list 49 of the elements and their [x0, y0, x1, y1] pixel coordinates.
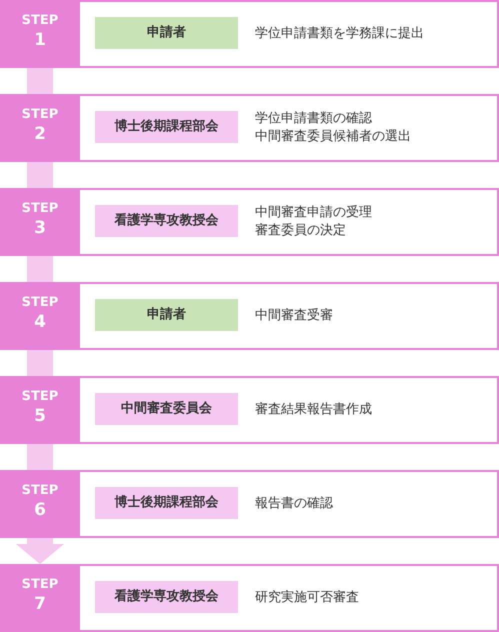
- description-text: 報告書の確認: [255, 495, 333, 513]
- step-badge: [0, 564, 80, 632]
- description-text: 審査結果報告書作成: [255, 401, 372, 419]
- step-label: STEP: [22, 294, 58, 311]
- step-badge: [0, 376, 80, 444]
- step-panel: [80, 470, 499, 538]
- connector-band: [27, 256, 53, 282]
- step-number: 6: [34, 499, 46, 521]
- description-text: 中間審査受審: [255, 307, 333, 325]
- role-tag: 博士後期課程部会: [95, 111, 238, 143]
- step-label: STEP: [22, 388, 58, 405]
- step-label: STEP: [22, 106, 58, 123]
- description-text: 中間審査委員候補者の選出: [255, 128, 411, 146]
- step-badge: [0, 94, 80, 162]
- connector-band: [27, 68, 53, 94]
- step-number: 2: [34, 123, 46, 145]
- description-text: 学位申請書類の確認: [255, 110, 372, 128]
- step-panel: [80, 94, 499, 162]
- role-tag: 中間審査委員会: [95, 393, 238, 425]
- step-number: 1: [34, 29, 46, 51]
- role-tag: 博士後期課程部会: [95, 487, 238, 519]
- description-text: 審査委員の決定: [255, 222, 346, 240]
- step-label: STEP: [22, 200, 58, 217]
- step-number: 5: [34, 405, 46, 427]
- description-text: 研究実施可否審査: [255, 589, 359, 607]
- step-panel: [80, 282, 499, 350]
- step-number: 3: [34, 217, 46, 239]
- step-panel: [80, 188, 499, 256]
- step-badge: [0, 188, 80, 256]
- description-text: 学位申請書類を学務課に提出: [255, 25, 424, 43]
- step-number: 7: [34, 593, 46, 615]
- role-tag: 申請者: [95, 17, 238, 49]
- role-tag: 申請者: [95, 299, 238, 331]
- description-text: 中間審査申請の受理: [255, 204, 372, 222]
- role-tag: 看護学専攻教授会: [95, 205, 238, 237]
- step-badge: [0, 470, 80, 538]
- step-label: STEP: [22, 576, 58, 593]
- step-number: 4: [34, 311, 46, 333]
- step-badge: [0, 0, 80, 68]
- step-panel: [80, 0, 499, 68]
- step-badge: [0, 282, 80, 350]
- step-panel: [80, 564, 499, 632]
- step-label: STEP: [22, 482, 58, 499]
- connector-band: [27, 162, 53, 188]
- arrow: [16, 538, 64, 564]
- role-tag: 看護学専攻教授会: [95, 581, 238, 613]
- step-label: STEP: [22, 12, 58, 29]
- connector-band: [27, 350, 53, 376]
- step-panel: [80, 376, 499, 444]
